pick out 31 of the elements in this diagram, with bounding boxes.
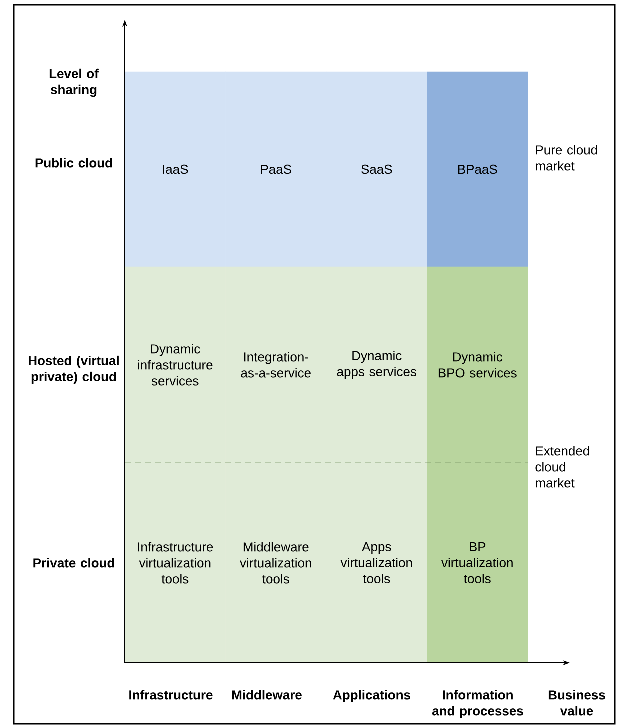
node-label: Infrastructure virtualization tools xyxy=(138,542,214,584)
axis-label: Business value xyxy=(548,690,606,716)
node-label: SaaS xyxy=(362,164,392,174)
grid-cell: PaaS xyxy=(226,72,327,268)
grid-cell: SaaS xyxy=(326,72,428,268)
axis-label: Middleware xyxy=(232,690,302,700)
node-label: Dynamic apps services xyxy=(337,350,417,380)
node-label: Dynamic infrastructure services xyxy=(138,344,213,386)
axis-label: Applications xyxy=(333,690,410,702)
axis-label: Level of sharing xyxy=(50,68,99,98)
grid-cell: Dynamic apps services xyxy=(326,266,428,464)
node-label: BP virtualization tools xyxy=(442,542,513,584)
axis-label: Public cloud xyxy=(36,158,112,168)
node-label: Apps virtualization tools xyxy=(340,542,412,584)
grid-cell: BPaaS xyxy=(427,72,528,268)
axis-label: Information and processes xyxy=(432,690,524,718)
grid-cell: Apps virtualization tools xyxy=(326,462,428,664)
axis-label: Extended cloud market xyxy=(536,446,590,488)
node-label: Integration-as-a-service xyxy=(241,352,311,378)
grid-cell: Dynamic BPO services xyxy=(427,266,528,464)
grid-cell: Integration-as-a-service xyxy=(226,266,327,464)
node-label: IaaS xyxy=(163,164,188,174)
grid-cell: BP virtualization tools xyxy=(427,462,528,664)
grid-cell: Middleware virtualization tools xyxy=(226,462,327,664)
node-label: Middleware virtualization tools xyxy=(240,542,312,584)
node-label: PaaS xyxy=(261,164,292,174)
node-label: Dynamic BPO services xyxy=(438,352,517,378)
axis-label: Infrastructure xyxy=(130,690,213,700)
grid-cell: IaaS xyxy=(124,72,226,268)
grid-cell: Infrastructure virtualization tools xyxy=(124,462,226,664)
grid-cell: Dynamic infrastructure services xyxy=(124,266,226,464)
